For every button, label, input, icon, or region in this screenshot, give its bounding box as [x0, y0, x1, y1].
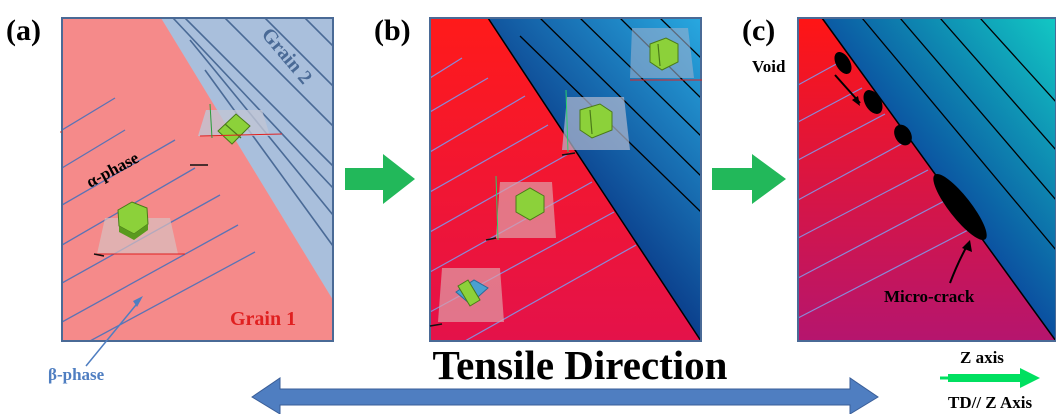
void-2 — [863, 90, 883, 114]
beta-phase-label: β-phase — [48, 365, 105, 384]
panel-a-border — [61, 17, 334, 342]
grain1-region-b — [430, 18, 701, 341]
alpha-crystal-b1 — [630, 28, 702, 81]
alpha-crystal-b2 — [561, 89, 630, 156]
grain1-region-c — [798, 18, 1056, 341]
process-arrow-1 — [345, 154, 415, 204]
alpha-crystal-a1 — [93, 201, 185, 257]
micro-crack — [933, 173, 987, 241]
void-3 — [894, 124, 912, 146]
tensile-direction-arrow — [251, 377, 879, 414]
voids — [834, 52, 912, 146]
grain1-region — [62, 18, 333, 341]
void-label: Void — [752, 57, 786, 76]
beta-pointer — [85, 299, 141, 367]
panel-b-border — [429, 17, 702, 342]
panel-c-border — [797, 17, 1056, 342]
alpha-crystal-b4 — [429, 268, 504, 327]
alpha-crystal-a2 — [198, 103, 283, 145]
void-1 — [834, 52, 852, 74]
panel-b — [429, 17, 702, 342]
grain1-lamellae-c — [798, 61, 973, 319]
grain2-lamellae-c — [861, 18, 1056, 251]
micro-crack-label: Micro-crack — [884, 287, 975, 306]
panel-c-label: (c) — [742, 14, 775, 47]
grain1-label: Grain 1 — [230, 308, 296, 330]
process-arrow-2 — [712, 154, 786, 204]
td-z-axis-label: TD// Z Axis — [948, 393, 1032, 412]
panel-a — [60, 17, 334, 342]
alpha-crystal-b3 — [485, 175, 556, 241]
tensile-direction-title: Tensile Direction — [433, 342, 728, 388]
panel-a-label: (a) — [6, 14, 41, 47]
z-axis-arrow — [948, 368, 1040, 388]
panel-c — [797, 17, 1056, 342]
z-axis-label: Z axis — [960, 348, 1004, 367]
panel-b-label: (b) — [374, 14, 411, 47]
